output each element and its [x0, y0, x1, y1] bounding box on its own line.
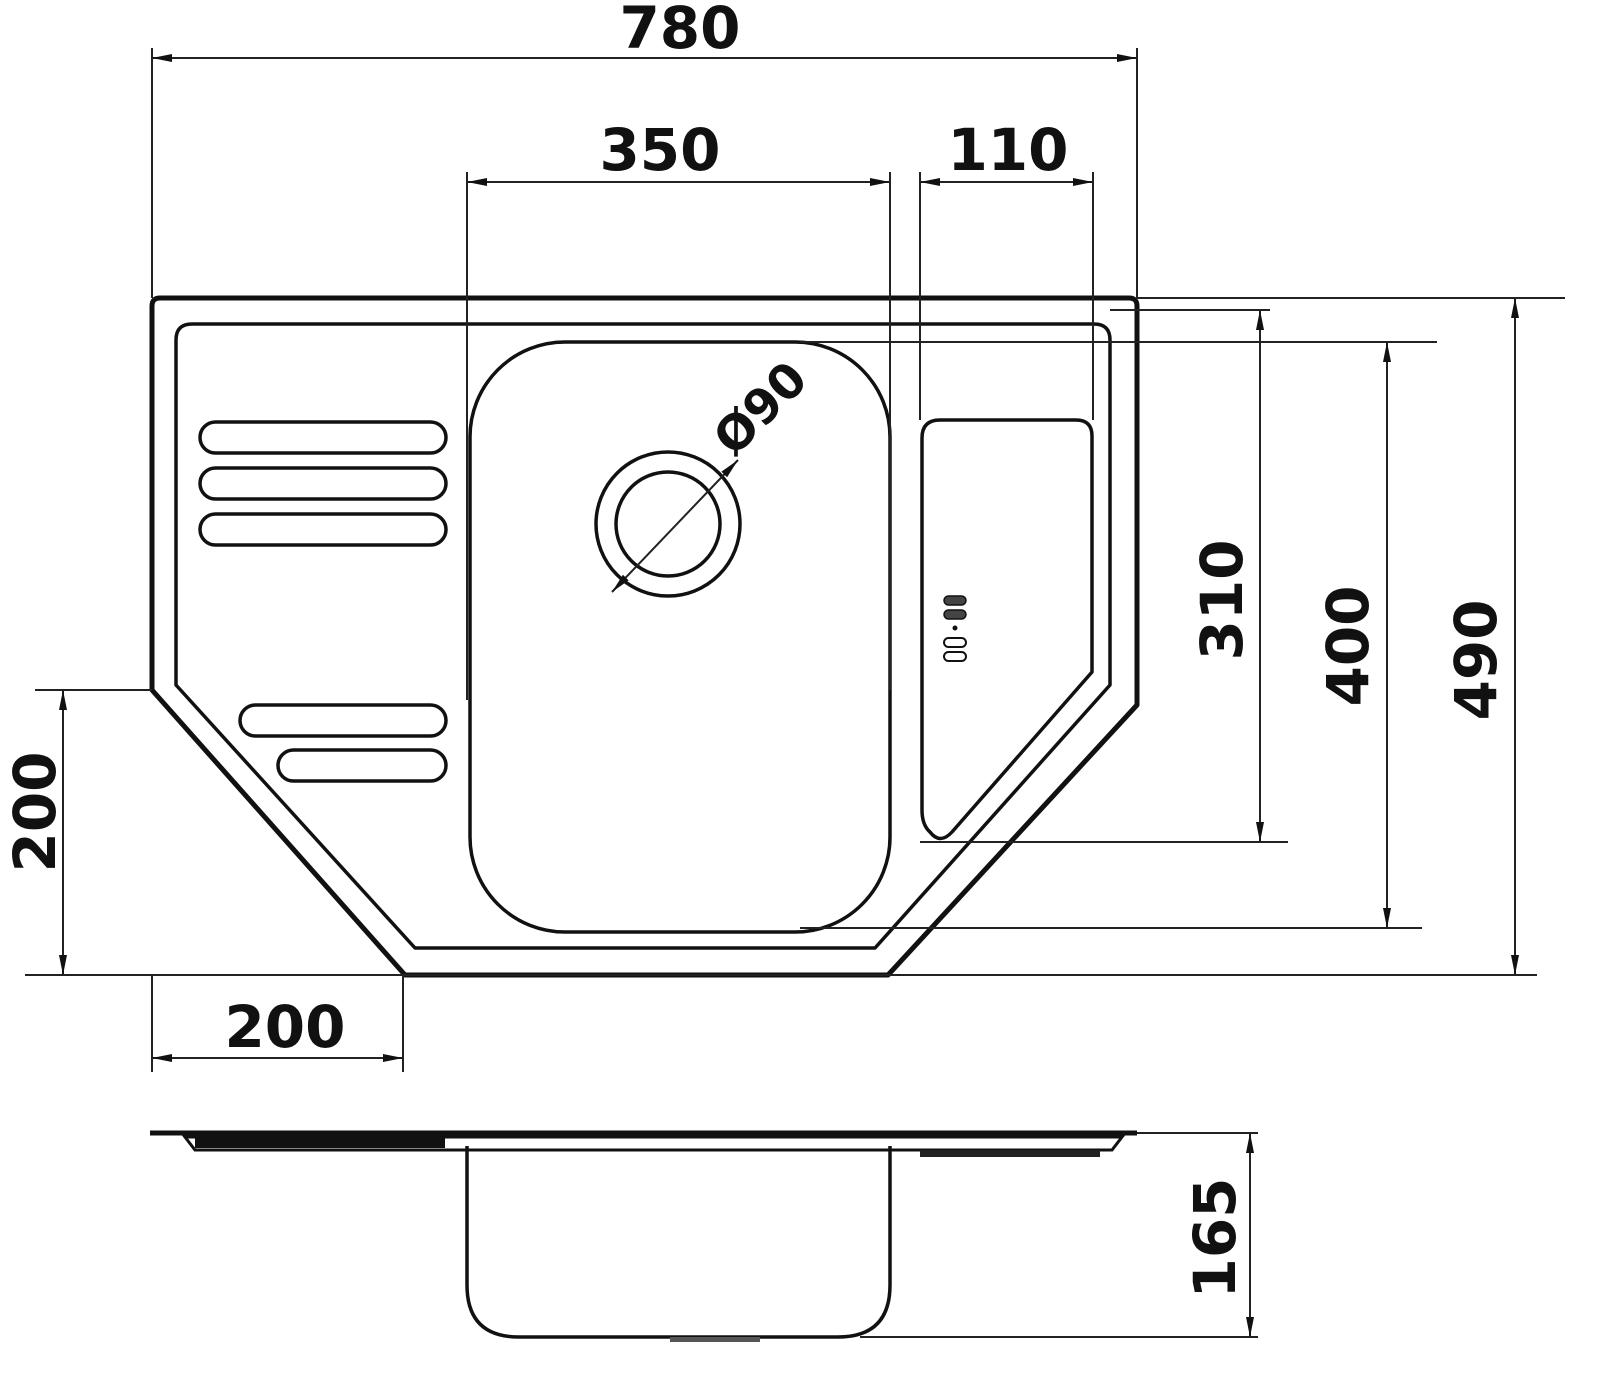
- drain-diameter-line: [611, 459, 739, 593]
- dim-main-bowl-width: 350: [599, 116, 720, 184]
- dim-bowl-height: 165: [1181, 1177, 1249, 1298]
- sink-outer-outline: [149, 295, 1140, 978]
- dim-small-bowl-depth: 310: [1188, 539, 1256, 660]
- sink-inner-rim: [174, 322, 1112, 950]
- rib: [198, 420, 448, 455]
- sink-side-view: [150, 1130, 1137, 1342]
- dim-overall-depth: 490: [1442, 599, 1510, 720]
- dim-main-bowl-depth: 400: [1314, 585, 1382, 706]
- rib: [198, 466, 448, 501]
- dim-corner-cut-height: 200: [1, 751, 69, 872]
- dim-small-bowl-width: 110: [947, 116, 1068, 184]
- dim-corner-cut-width: 200: [224, 993, 345, 1061]
- drain-outer: [594, 450, 742, 598]
- overflow-icon: [943, 595, 967, 662]
- drain-inner: [614, 470, 722, 578]
- drainboard-ribs: [198, 420, 448, 783]
- dimension-lines: [25, 48, 1565, 1338]
- rib: [238, 703, 448, 738]
- rib: [198, 512, 448, 547]
- sink-top-view: [149, 295, 1140, 978]
- dim-drain-diameter: Ø90: [703, 351, 819, 467]
- main-bowl: [468, 340, 892, 934]
- rib: [276, 748, 448, 783]
- dim-overall-width: 780: [619, 0, 740, 62]
- small-bowl: [920, 418, 1094, 841]
